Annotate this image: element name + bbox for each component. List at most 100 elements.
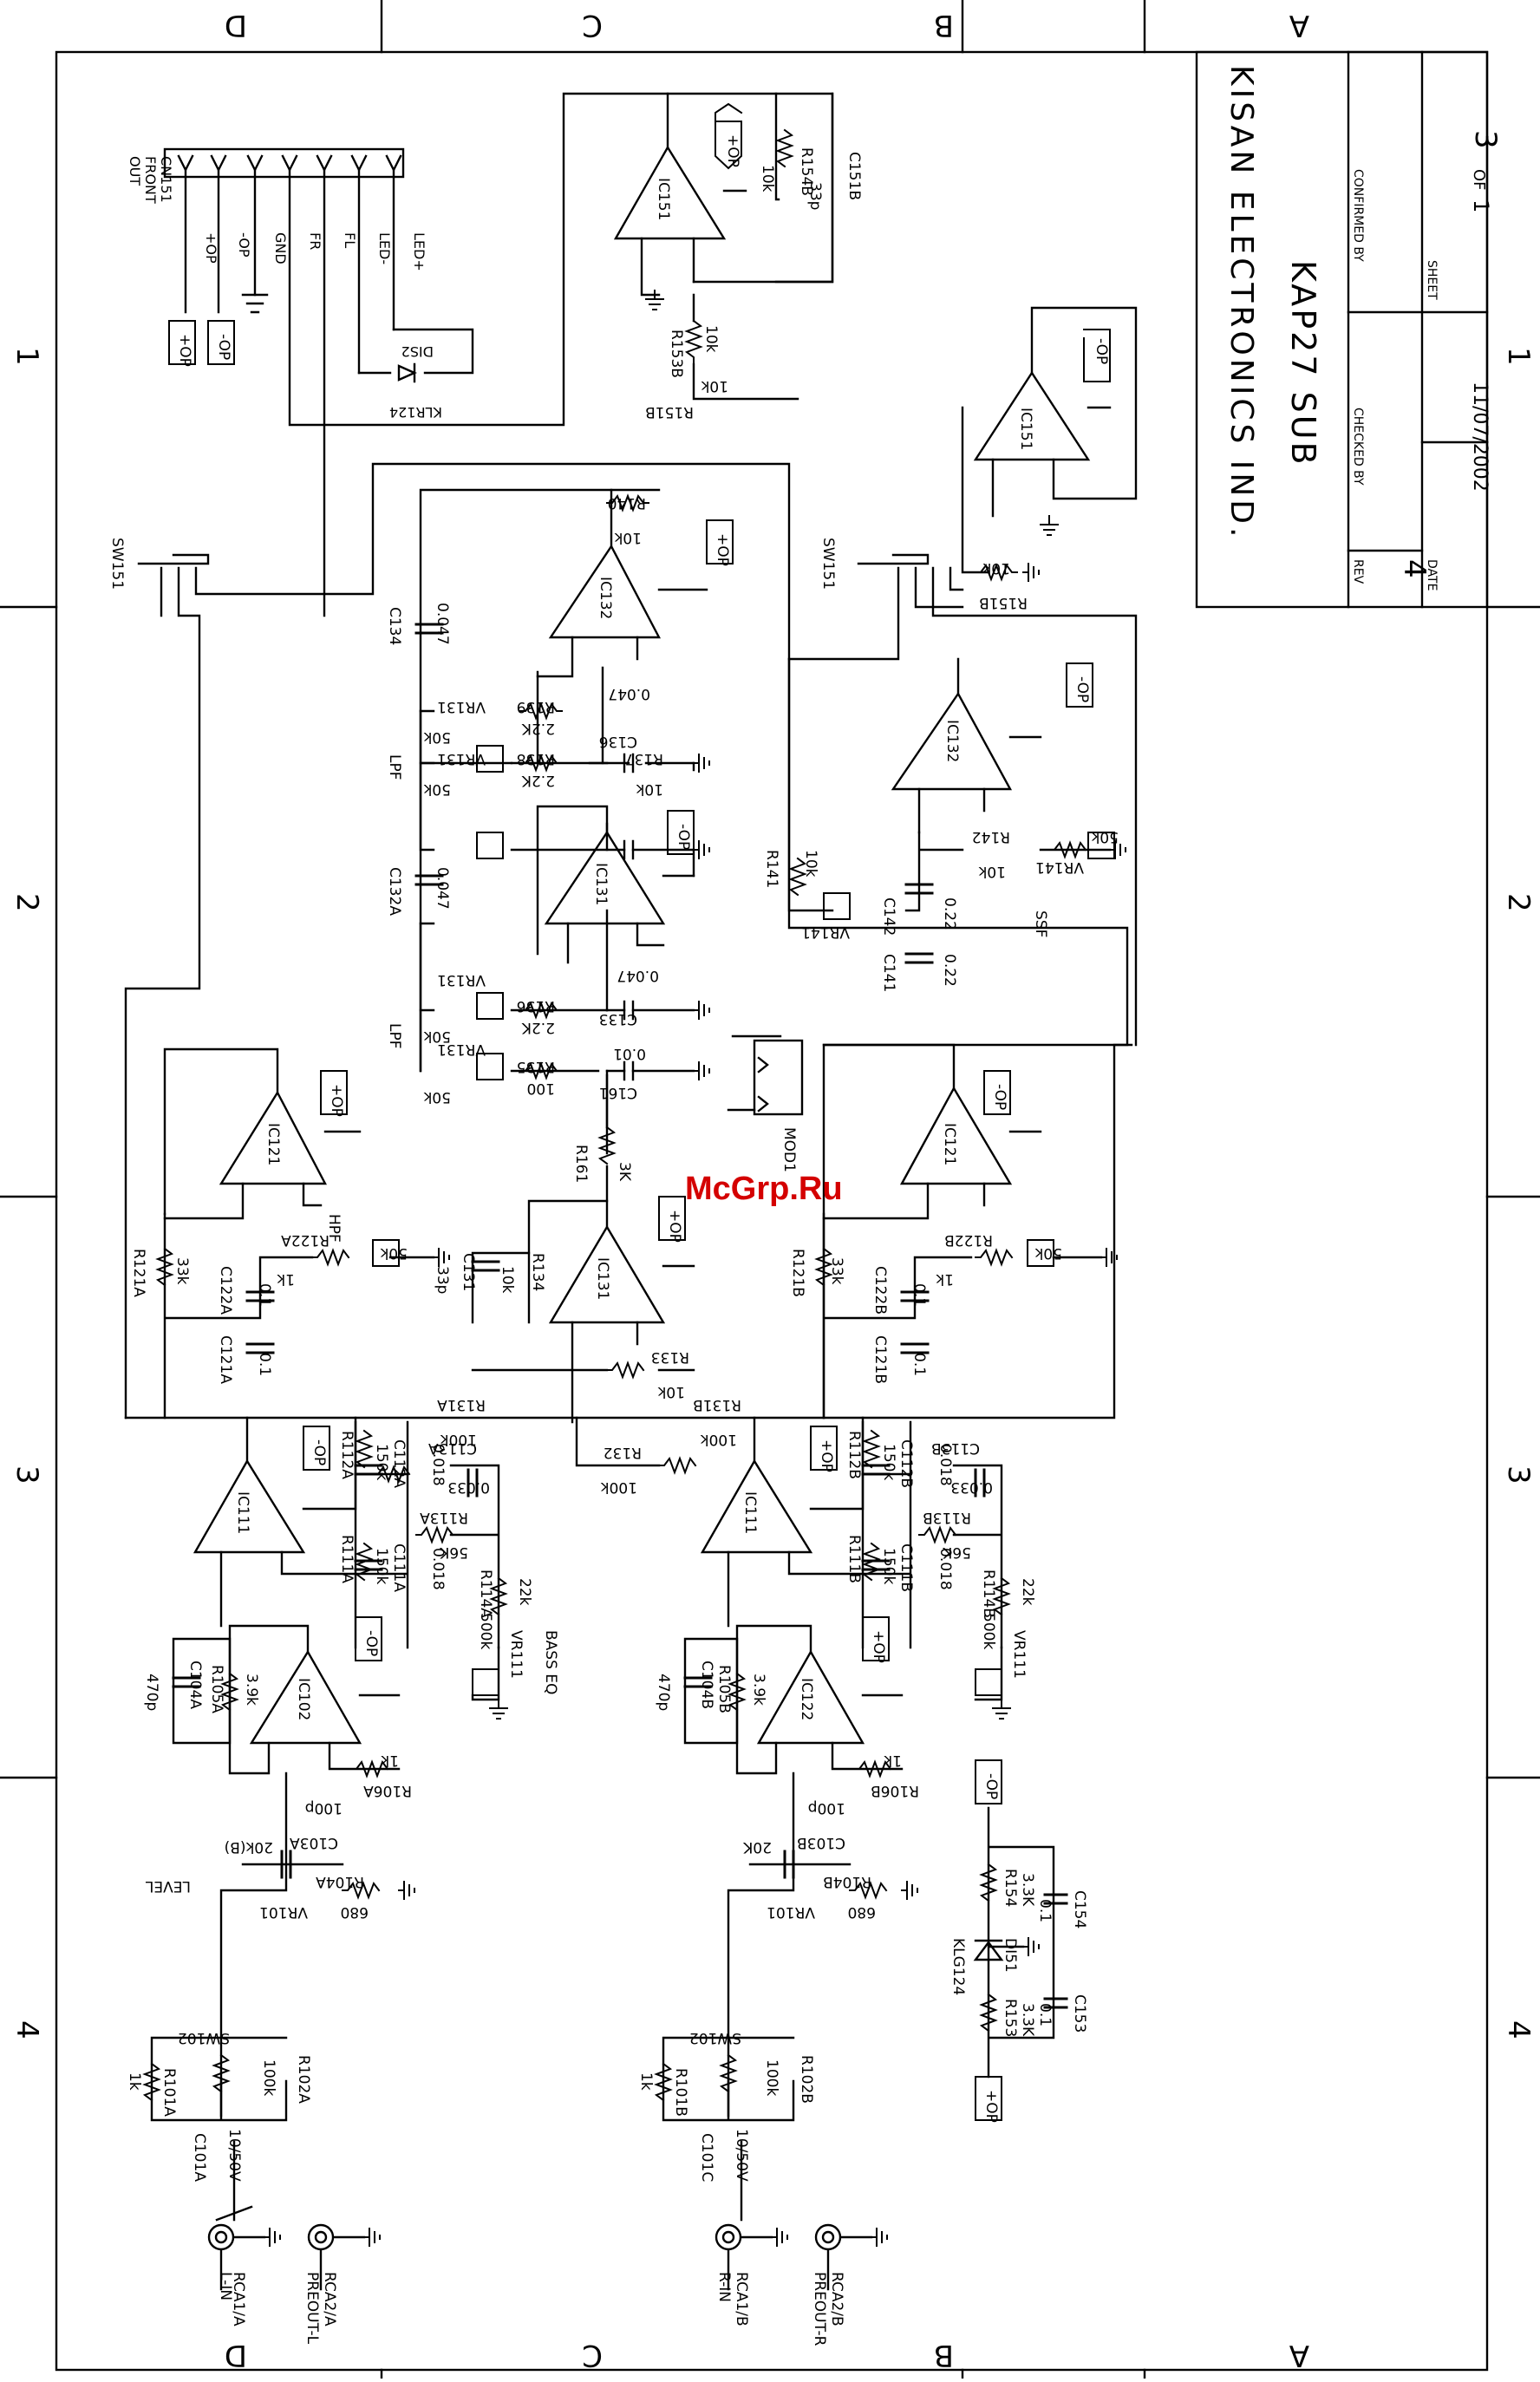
label-r106a-v: 1k	[381, 1752, 399, 1769]
label-r114b: R114B	[980, 1570, 997, 1618]
label-c153-v: 0.1	[1036, 2003, 1054, 2026]
label-vr131b: VR131	[437, 750, 486, 767]
opamp-ic102-a	[172, 1624, 401, 2039]
border-num-4-right: 4	[1501, 2020, 1536, 2039]
label-rca1a: RCA1/A	[230, 2272, 247, 2327]
label-r121b: R121B	[789, 1249, 806, 1297]
label-r105b-v: 3.9k	[750, 1674, 767, 1706]
label-vr101b-v: 20K	[742, 1838, 772, 1856]
label-preoutl: PREOUT-L	[303, 2272, 321, 2345]
label-r153-v: 3.3K	[1019, 2003, 1036, 2037]
label-r105a: R105A	[208, 1665, 225, 1713]
label-c133-v: 0.047	[617, 967, 659, 984]
label-r161-v: 3K	[616, 1162, 633, 1182]
label-r122a: R122A	[281, 1231, 330, 1249]
label-c104b: C104B	[698, 1661, 715, 1709]
label-ic151a: IC151	[655, 178, 672, 220]
label-c122a: C122A	[217, 1266, 234, 1315]
label-c101c-v: 10/50V	[733, 2129, 750, 2182]
label-r106b-v: 1k	[884, 1752, 902, 1769]
drawing-frame	[55, 50, 1489, 2372]
label-vr131d: VR131	[437, 1041, 486, 1058]
label-sw151b: SW151	[819, 538, 837, 590]
cn151-pin-pop: +OP	[203, 232, 219, 264]
label-ic132b: IC132	[943, 720, 961, 762]
label-c104b-v: 470p	[655, 1674, 672, 1711]
label-r135: R135	[517, 1058, 555, 1075]
label-vr101a-v: 20k(B)	[225, 1838, 273, 1856]
label-r154b-v: 10k	[759, 165, 776, 193]
label-r104b-v: 680	[848, 1903, 876, 1921]
label-c154: C154	[1071, 1890, 1088, 1928]
label-flag-pop-e: +OP	[818, 1439, 835, 1472]
label-r101b-v: 1k	[637, 2072, 655, 2091]
label-r132: R132	[604, 1444, 642, 1461]
label-c151b-v: 33p	[806, 182, 824, 210]
border-num-3-right: 3	[1501, 1465, 1536, 1485]
label-flag-nop-f: -OP	[362, 1630, 380, 1656]
label-flag-pop-a: +OP	[724, 134, 741, 167]
border-letter-a: A	[1289, 8, 1309, 42]
label-flag-nop-d: -OP	[991, 1084, 1008, 1110]
label-vr141b: VR141	[1035, 858, 1084, 876]
border-letter-d-bottom: D	[225, 2338, 247, 2372]
label-flag-nop-a: -OP	[1093, 338, 1110, 364]
border-letter-d: D	[225, 8, 247, 42]
label-c134-v: 0.047	[434, 603, 451, 645]
label-vr131a: VR131	[437, 698, 486, 715]
label-vr131c: VR131	[437, 971, 486, 989]
label-r151b: R151B	[645, 403, 694, 421]
led-klr124-label: KLR124	[389, 404, 442, 421]
label-c151b: C151B	[845, 152, 863, 200]
label-r114a: R114A	[477, 1570, 494, 1618]
label-val-50k-c: 50k	[423, 1028, 451, 1045]
label-r142: R142	[972, 828, 1010, 845]
label-val-10k-r137: 10k	[636, 780, 663, 798]
opamp-ic111-b	[700, 1416, 1003, 1649]
label-d151: DI51	[1002, 1938, 1019, 1973]
label-c133: C133	[599, 1010, 637, 1028]
label-r131a-v: 100k	[440, 1431, 477, 1448]
label-ic132a: IC132	[597, 577, 614, 619]
label-r101a-v: 1k	[126, 2072, 143, 2091]
label-c101a: C101A	[191, 2133, 208, 2182]
label-c101c: C101C	[698, 2133, 715, 2182]
label-flag-nop-g: -OP	[982, 1773, 1000, 1799]
label-flag-nop-e: -OP	[310, 1439, 328, 1465]
label-c111a: C111A	[390, 1543, 408, 1592]
signal-bus	[124, 1043, 1133, 1419]
label-r131b-v: 100k	[701, 1431, 737, 1448]
label-c154-v: 0.1	[1036, 1899, 1054, 1922]
label-rin: R-IN	[715, 2272, 733, 2302]
title-block	[1195, 50, 1489, 609]
label-rca2b: RCA2/B	[828, 2272, 845, 2327]
ground-symbols	[264, 290, 1126, 2247]
label-vr111b-v: 500k	[980, 1613, 997, 1649]
label-mod1: MOD1	[780, 1127, 798, 1172]
label-r154-v: 3.3K	[1019, 1873, 1036, 1907]
border-letter-c: C	[582, 8, 603, 42]
cn151-label-out: OUT	[127, 156, 143, 186]
label-r114a-v: 22k	[516, 1578, 533, 1606]
filter-network	[419, 709, 695, 1155]
label-r104a-v: 680	[341, 1903, 369, 1921]
label-r122b: R122B	[944, 1231, 993, 1249]
cn151-pin-fl: FL	[342, 232, 358, 248]
label-r141-v: 10k	[802, 850, 819, 878]
label-r112a-v: 150k	[373, 1444, 390, 1480]
label-c141: C141	[880, 954, 897, 992]
label-c103b: C103B	[797, 1834, 845, 1851]
signal-bus-r132	[575, 1416, 661, 1467]
label-r137: R137	[625, 750, 663, 767]
label-r111b: R111B	[845, 1535, 863, 1583]
input-left	[150, 2036, 366, 2291]
label-r112a: R112A	[338, 1431, 356, 1479]
switch-sw151-a	[124, 462, 1129, 1419]
label-r154b: R154B	[798, 147, 815, 196]
label-vr111a-v: 500k	[477, 1613, 494, 1649]
label-val-22k-b: 2.2K	[521, 772, 555, 789]
label-val-100: 100	[527, 1080, 555, 1097]
label-c104a: C104A	[186, 1661, 204, 1709]
border-letter-b: B	[934, 8, 954, 42]
